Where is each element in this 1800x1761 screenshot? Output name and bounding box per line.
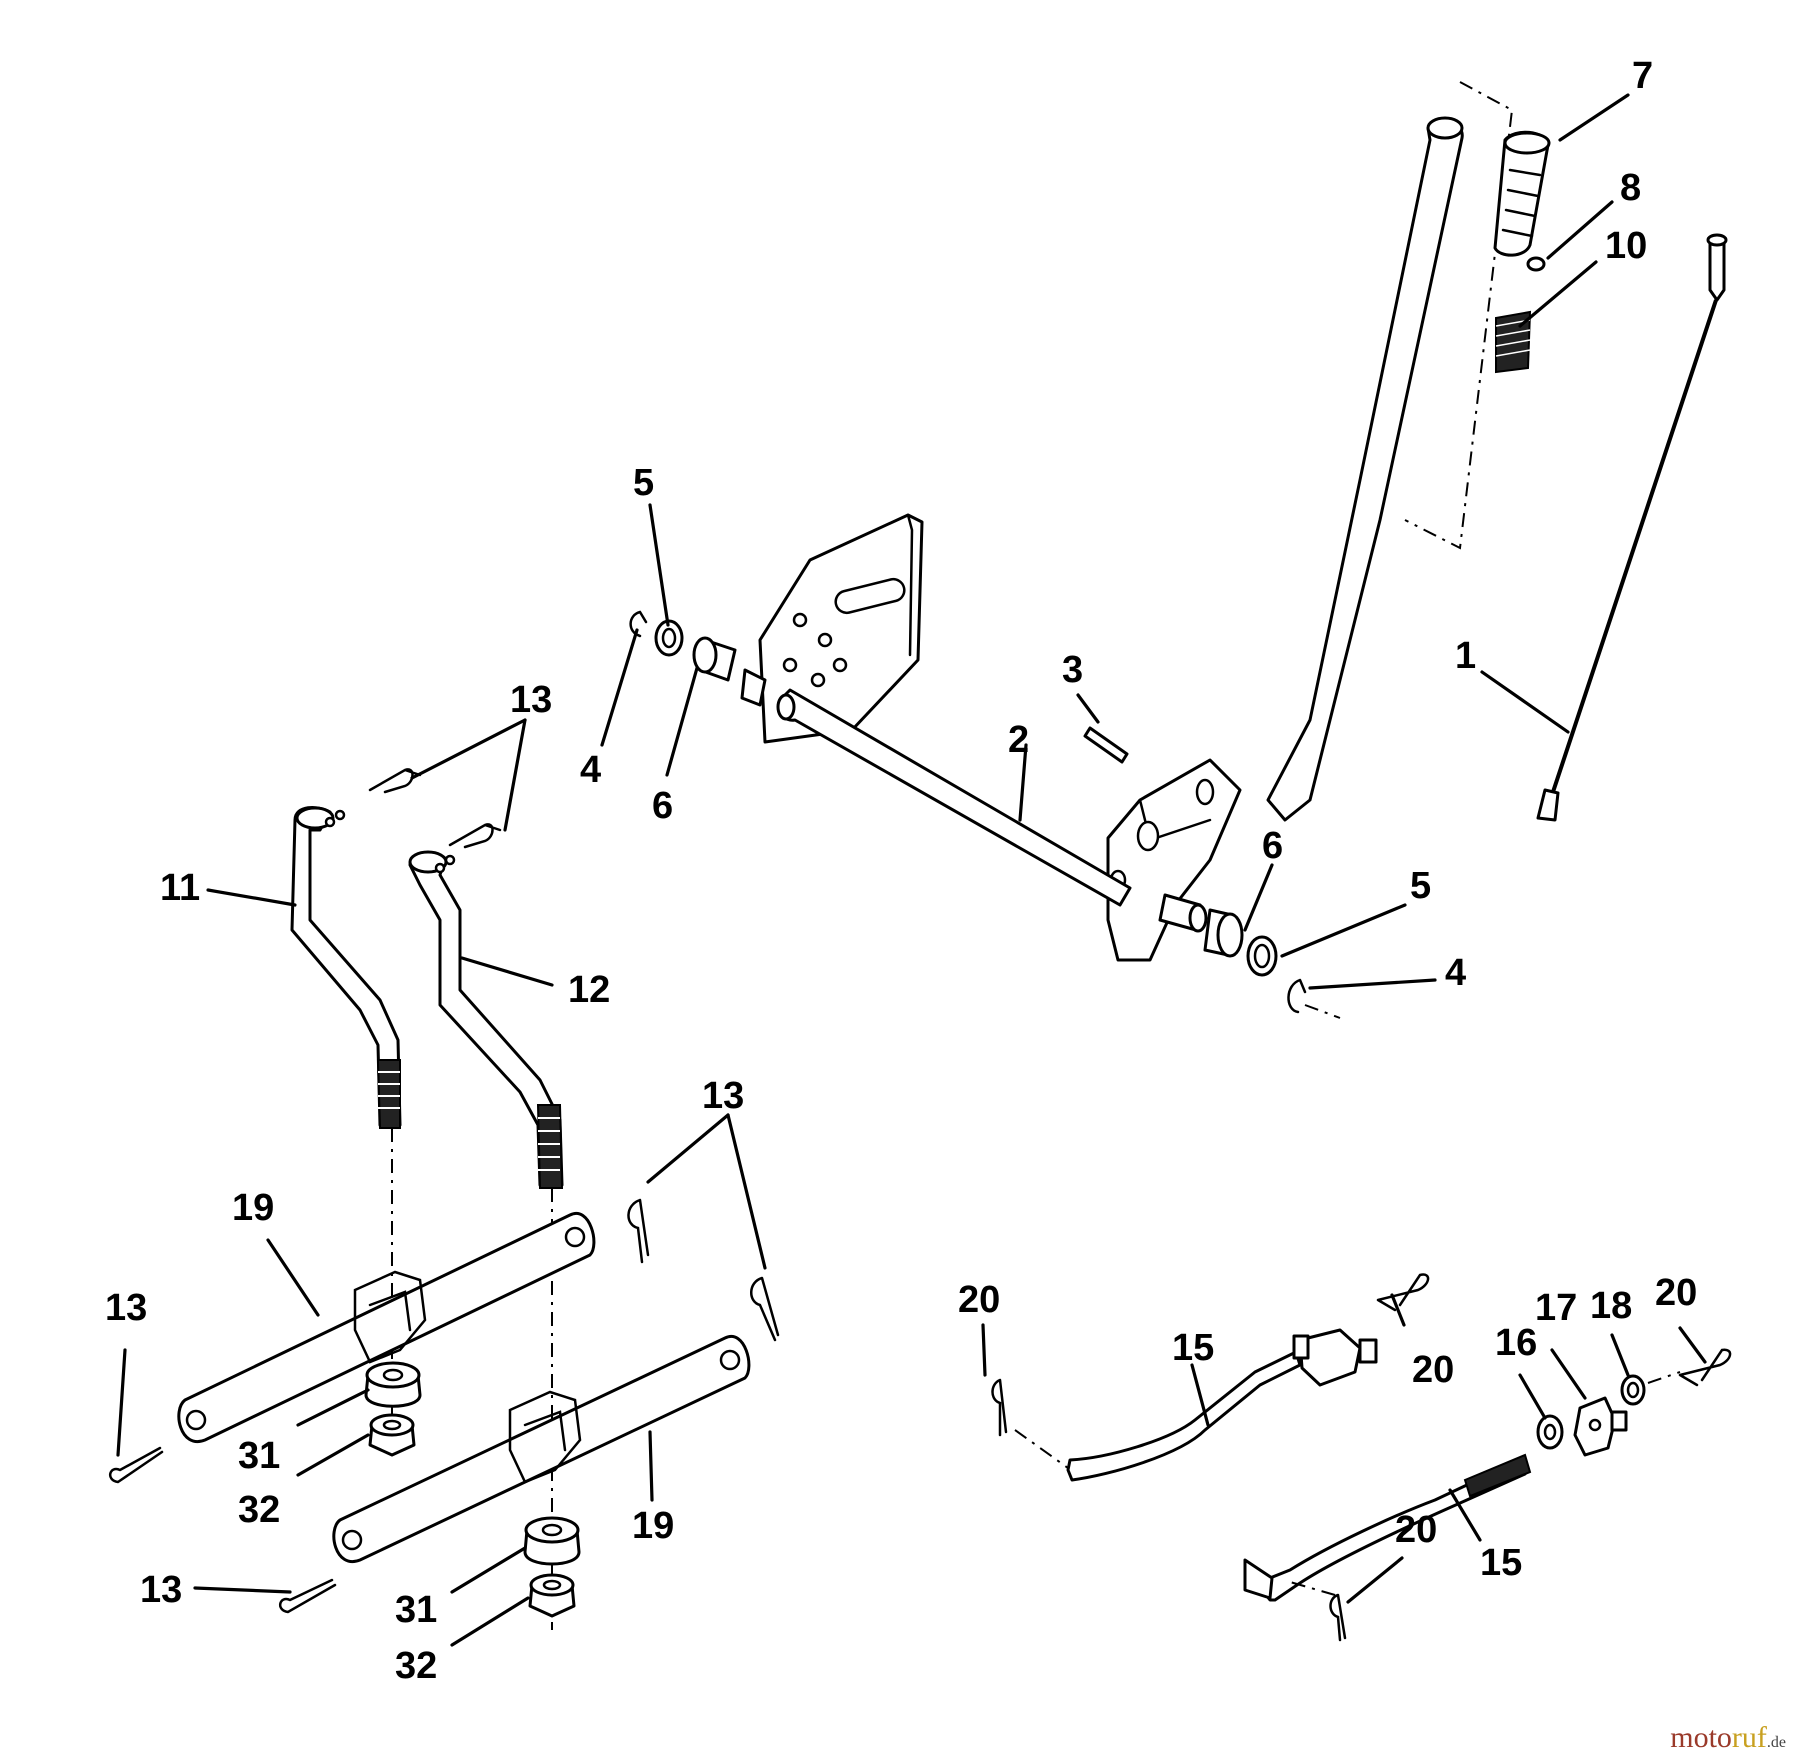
callout-12: 12 (568, 969, 610, 1011)
leader-lines (116, 93, 1707, 1647)
mounting-plate (758, 513, 924, 744)
callout-10: 10 (1605, 225, 1647, 267)
callout-17: 17 (1535, 1287, 1577, 1329)
lift-lever (1106, 116, 1464, 962)
callout-13d: 13 (140, 1569, 182, 1611)
lift-link-12 (408, 850, 564, 1189)
callout-3: 3 (1062, 649, 1083, 691)
ferrule-upper (364, 1361, 422, 1408)
button-knob (1526, 256, 1546, 272)
bushing-right (1203, 908, 1244, 958)
hairpin-clip-2 (448, 823, 502, 849)
hairpin-clip-1 (368, 768, 422, 794)
callout-16: 16 (1495, 1322, 1537, 1364)
lift-arm-lower (332, 1334, 751, 1564)
hairpin-clip-20c (1678, 1348, 1732, 1387)
callout-31a: 31 (238, 1435, 280, 1477)
callout-labels: 7 8 10 1 3 2 6 5 4 5 4 6 13 11 12 13 19 … (105, 55, 1697, 1687)
callout-2: 2 (1008, 719, 1029, 761)
hairpin-clip-3 (627, 1198, 650, 1264)
callout-8: 8 (1620, 167, 1641, 209)
callout-15a: 15 (1172, 1327, 1214, 1369)
shaft-stub-right (1158, 893, 1208, 933)
spring (1495, 310, 1532, 374)
callout-4b: 4 (1445, 952, 1466, 994)
hairpin-clip-20a (991, 1378, 1008, 1437)
callout-15b: 15 (1480, 1542, 1522, 1584)
callout-20b: 20 (1412, 1349, 1454, 1391)
watermark-part2: ruf (1731, 1721, 1767, 1754)
shaft-stub-left (740, 668, 767, 707)
callout-18: 18 (1590, 1285, 1632, 1327)
callout-6b: 6 (1262, 825, 1283, 867)
callout-32b: 32 (395, 1645, 437, 1687)
adjuster-block (1573, 1396, 1628, 1457)
hairpin-clip-20b (1376, 1273, 1430, 1312)
grip (1493, 130, 1551, 257)
callout-13b: 13 (702, 1075, 744, 1117)
watermark-part3: .de (1766, 1734, 1786, 1751)
callout-20c: 20 (1655, 1272, 1697, 1314)
callout-5b: 5 (1410, 865, 1431, 907)
e-ring-right (1287, 978, 1307, 1014)
e-ring-left (629, 610, 648, 638)
lift-arm-upper (177, 1211, 596, 1444)
callout-19a: 19 (232, 1187, 274, 1229)
washer-right-inner (1253, 943, 1271, 969)
callout-20d: 20 (1395, 1509, 1437, 1551)
cross-shaft (776, 688, 1132, 907)
adjuster-link-lower (1243, 1453, 1532, 1602)
callout-20a: 20 (958, 1279, 1000, 1321)
callout-5a: 5 (633, 462, 654, 504)
callout-32a: 32 (238, 1489, 280, 1531)
callout-13a: 13 (510, 679, 552, 721)
watermark-logo: motoruf.de (1670, 1721, 1786, 1755)
nut-lower (528, 1573, 576, 1618)
callout-19b: 19 (632, 1505, 674, 1547)
watermark-part1: moto (1670, 1721, 1732, 1754)
hairpin-clip-6 (279, 1578, 337, 1614)
hairpin-clip-20d (1329, 1593, 1347, 1642)
callout-31b: 31 (395, 1589, 437, 1631)
lift-link-11 (290, 806, 402, 1129)
assembly-outline (1404, 81, 1514, 550)
adjuster-link-upper (1066, 1328, 1378, 1482)
roll-pin (1083, 726, 1129, 764)
hairpin-clip-4 (750, 1276, 780, 1342)
callout-13c: 13 (105, 1287, 147, 1329)
adjuster-rod (1536, 233, 1728, 822)
callout-4a: 4 (580, 749, 601, 791)
hairpin-clip-5 (109, 1446, 164, 1484)
callout-11: 11 (160, 867, 200, 909)
bushing-left (692, 636, 737, 682)
nut-upper (368, 1413, 416, 1457)
callout-7: 7 (1632, 55, 1653, 97)
ferrule-lower (523, 1516, 581, 1566)
callout-6a: 6 (652, 785, 673, 827)
callout-1: 1 (1455, 635, 1476, 677)
